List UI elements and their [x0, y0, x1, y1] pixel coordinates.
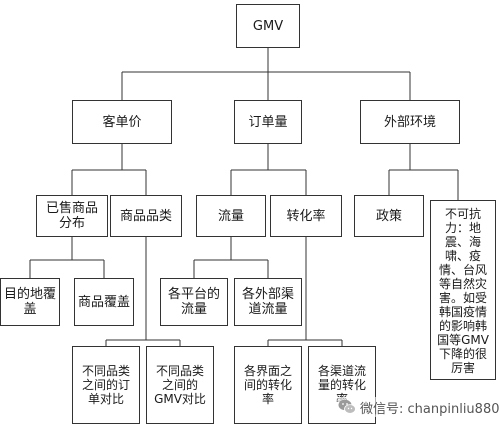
node-category-order-comparison: 不同品类 之间的订 单对比 — [72, 346, 140, 424]
node-platform-traffic: 各平台的 流量 — [160, 278, 228, 326]
node-traffic: 流量 — [196, 195, 266, 237]
node-aov: 客单价 — [72, 100, 172, 144]
wechat-icon — [338, 399, 356, 414]
node-category: 商品品类 — [110, 195, 182, 237]
node-conversion-rate: 转化率 — [270, 195, 342, 237]
watermark: 微信号: chanpinliu880 — [338, 397, 500, 417]
node-destination-coverage: 目的地覆 盖 — [0, 278, 60, 326]
node-gmv: GMV — [236, 4, 300, 48]
node-policy: 政策 — [354, 195, 424, 237]
watermark-text: 微信号: chanpinliu880 — [360, 401, 500, 417]
node-external-environment: 外部环境 — [360, 100, 460, 144]
node-product-coverage: 商品覆盖 — [74, 278, 134, 326]
node-page-conversion: 各界面之 间的转化 率 — [234, 346, 302, 424]
node-force-majeure: 不可抗 力：地 震、海 啸、疫 情、台风 等自然灾 害。如受 韩国疫情 的影响韩… — [430, 200, 496, 380]
node-orders: 订单量 — [234, 100, 302, 144]
node-channel-traffic: 各外部渠 道流量 — [234, 278, 302, 326]
node-sold-distribution: 已售商品 分布 — [36, 195, 108, 237]
node-category-gmv-comparison: 不同品类 之间的 GMV对比 — [146, 346, 214, 424]
